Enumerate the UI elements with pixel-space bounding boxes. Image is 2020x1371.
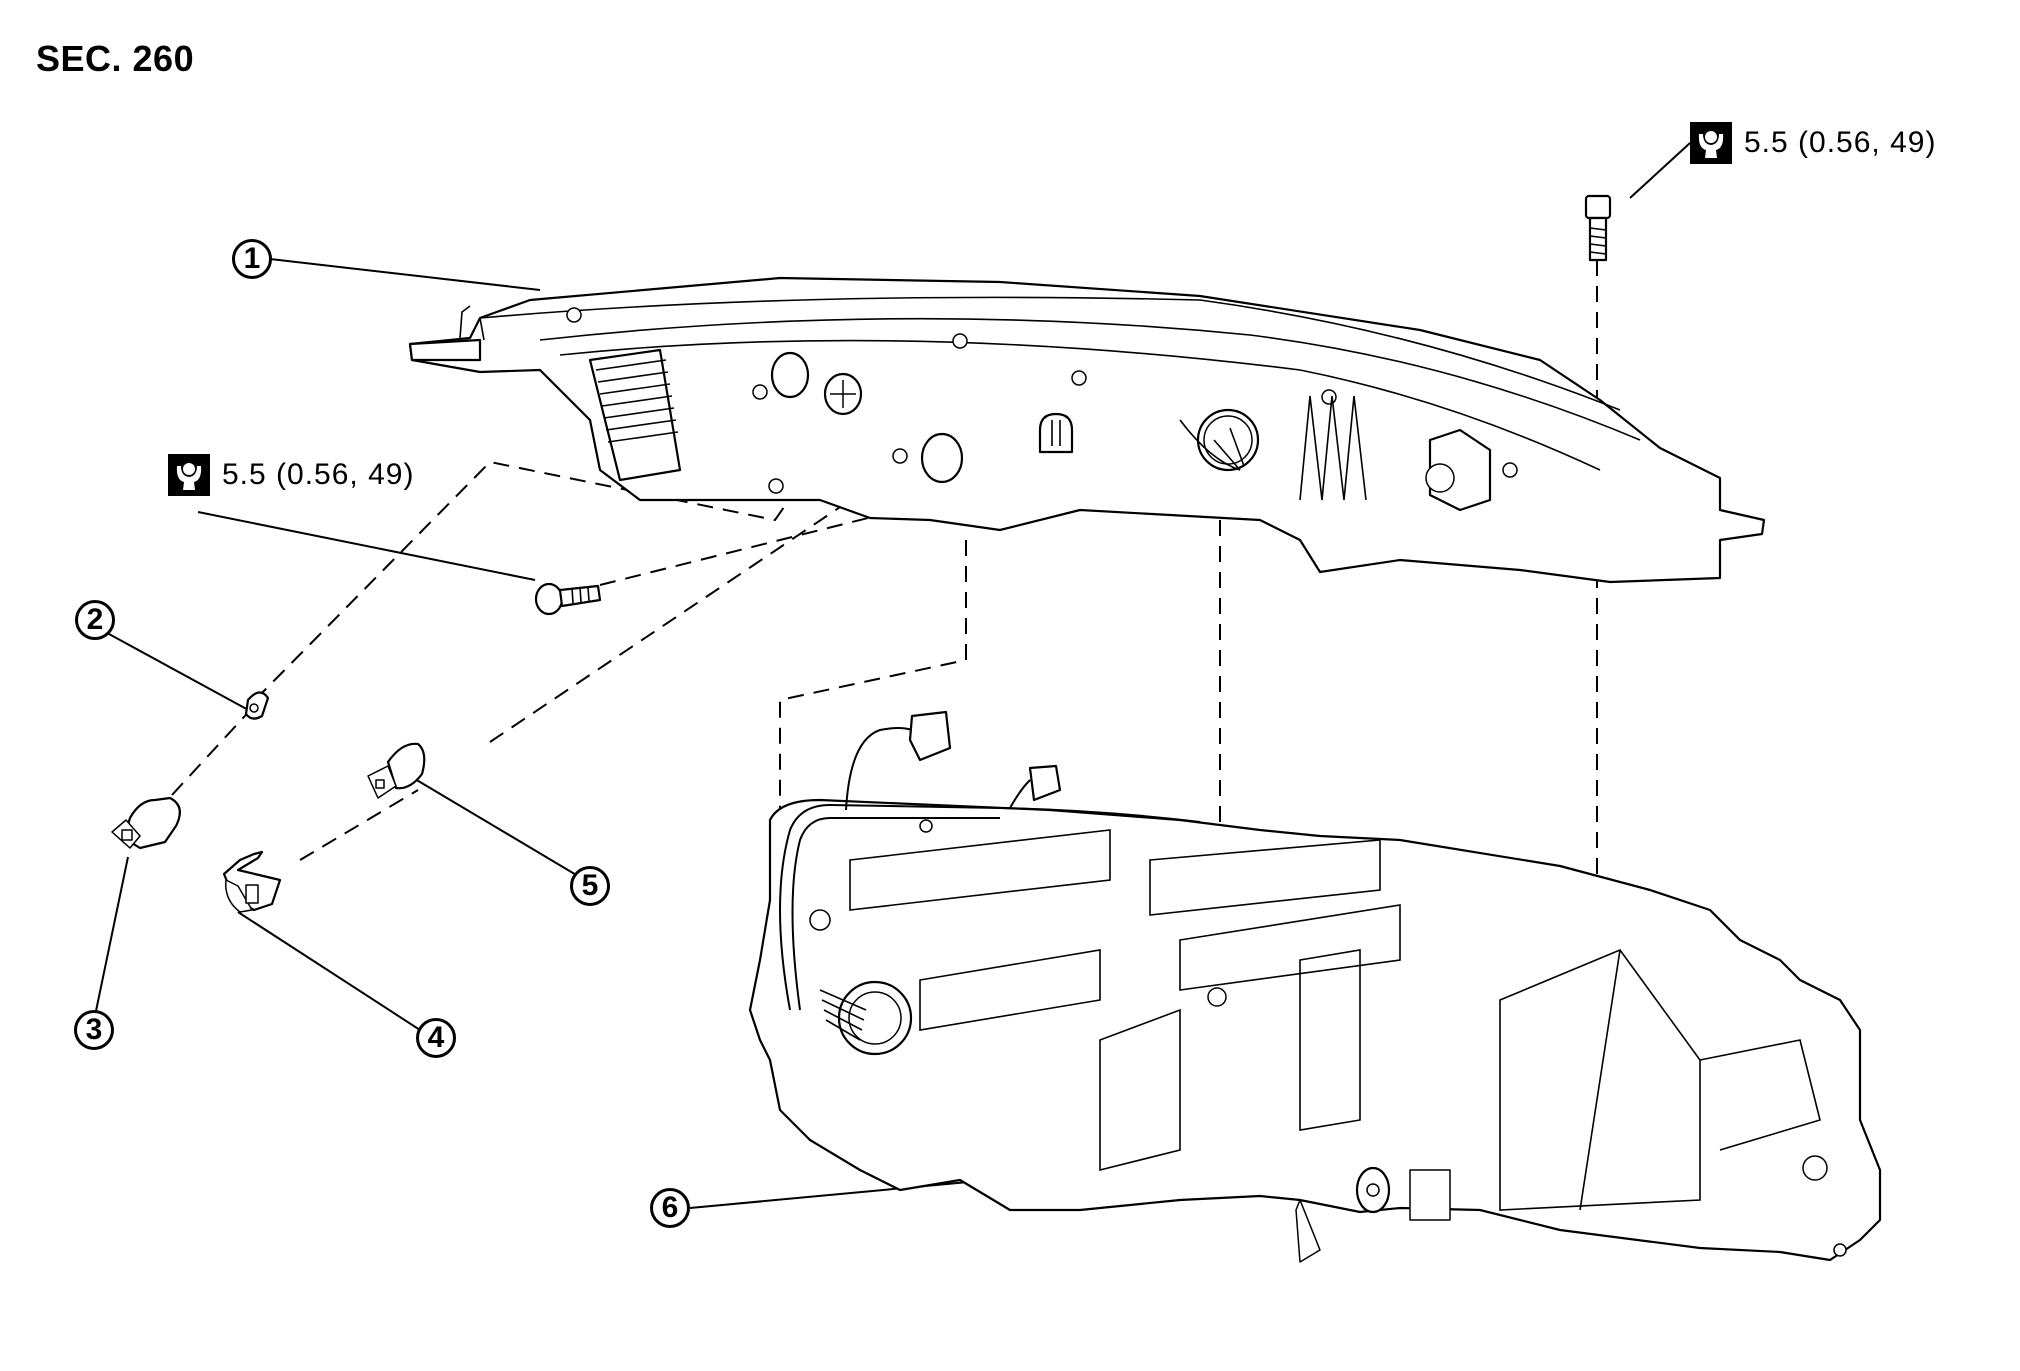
connector-harness-2	[1028, 764, 1062, 802]
torque-wrench-icon	[1690, 122, 1732, 164]
section-title: SEC. 260	[36, 38, 195, 79]
port-left	[770, 351, 810, 399]
callout-1: 1	[232, 239, 272, 279]
callout-3: 3	[74, 1010, 114, 1050]
part-4-socket	[222, 850, 282, 913]
bolt-top-right	[1584, 194, 1612, 262]
assembly-line-bulb3	[171, 704, 256, 796]
callout-6: 6	[650, 1188, 690, 1228]
part-3-socket	[111, 796, 181, 850]
leader-line-torque-left	[197, 511, 536, 581]
bolt-left	[534, 582, 602, 616]
torque-value: 5.5 (0.56, 49)	[222, 458, 415, 491]
torque-value: 5.5 (0.56, 49)	[1744, 126, 1937, 159]
leader-line-4	[237, 911, 421, 1031]
callout-5: 5	[570, 866, 610, 906]
callout-2: 2	[75, 600, 115, 640]
leader-line-2	[108, 633, 253, 713]
torque-wrench-icon	[168, 454, 210, 496]
assembly-line-screw	[599, 504, 921, 586]
connector-harness-1	[908, 710, 952, 762]
part-5-bulb	[367, 742, 426, 799]
louver-block	[588, 348, 682, 482]
connector-top	[1038, 412, 1074, 454]
leader-line-torque-right	[1629, 142, 1691, 199]
part-1-housing	[408, 276, 1766, 584]
leader-line-1	[269, 258, 541, 291]
part-6-headlamp-assembly	[748, 710, 1882, 1263]
part-2-small-bulb	[244, 691, 270, 720]
torque-spec-left: 5.5 (0.56, 49)	[168, 454, 414, 496]
leader-line-6	[689, 1179, 991, 1209]
leader-line-3	[95, 856, 129, 1012]
leader-line-5	[414, 778, 579, 877]
callout-4: 4	[416, 1018, 456, 1058]
torque-spec-top-right: 5.5 (0.56, 49)	[1690, 122, 1936, 164]
